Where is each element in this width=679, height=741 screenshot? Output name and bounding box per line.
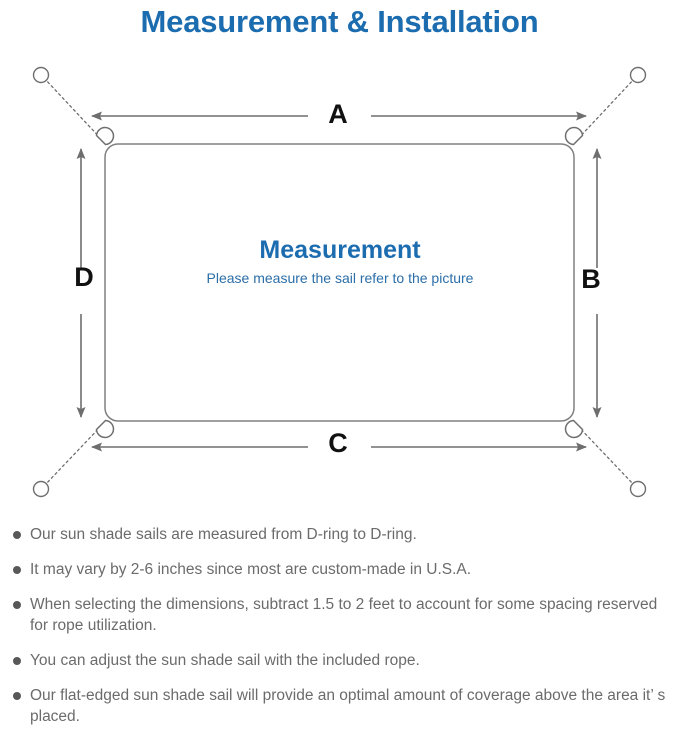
d-ring-top-right [564,126,584,146]
anchor-points [32,66,647,498]
rope-top-right [574,77,636,143]
list-item: Our flat-edged sun shade sail will provi… [0,685,679,727]
d-ring-bottom-left [95,419,115,439]
bullet-icon [13,657,21,665]
bullet-icon [13,531,21,539]
page-title: Measurement & Installation [140,4,539,39]
anchor-point-bottom-right [629,480,647,498]
bullet-icon [13,601,21,609]
list-item: When selecting the dimensions, subtract … [0,594,679,636]
d-ring-bottom-right [564,419,584,439]
rope-bottom-right [574,422,636,487]
note-text: Our sun shade sails are measured from D-… [30,526,417,543]
note-text: It may vary by 2-6 inches since most are… [30,561,472,578]
d-rings [95,126,584,439]
list-item: Our sun shade sails are measured from D-… [0,524,679,545]
anchor-point-top-left [32,66,50,84]
bullet-icon [13,692,21,700]
bullet-icon [13,566,21,574]
rope-bottom-left [43,422,105,487]
rope-lines [43,77,636,487]
notes-list: Our sun shade sails are measured from D-… [0,524,679,741]
measurement-diagram [0,46,679,516]
d-ring-top-left [95,126,115,146]
list-item: It may vary by 2-6 inches since most are… [0,559,679,580]
note-text: You can adjust the sun shade sail with t… [30,652,420,669]
sail-body [104,143,575,422]
note-text: Our flat-edged sun shade sail will provi… [30,687,666,725]
anchor-point-top-right [629,66,647,84]
note-text: When selecting the dimensions, subtract … [30,596,658,634]
anchor-point-bottom-left [32,480,50,498]
list-item: You can adjust the sun shade sail with t… [0,650,679,671]
diagram-svg [32,66,647,498]
rope-top-left [43,77,105,143]
